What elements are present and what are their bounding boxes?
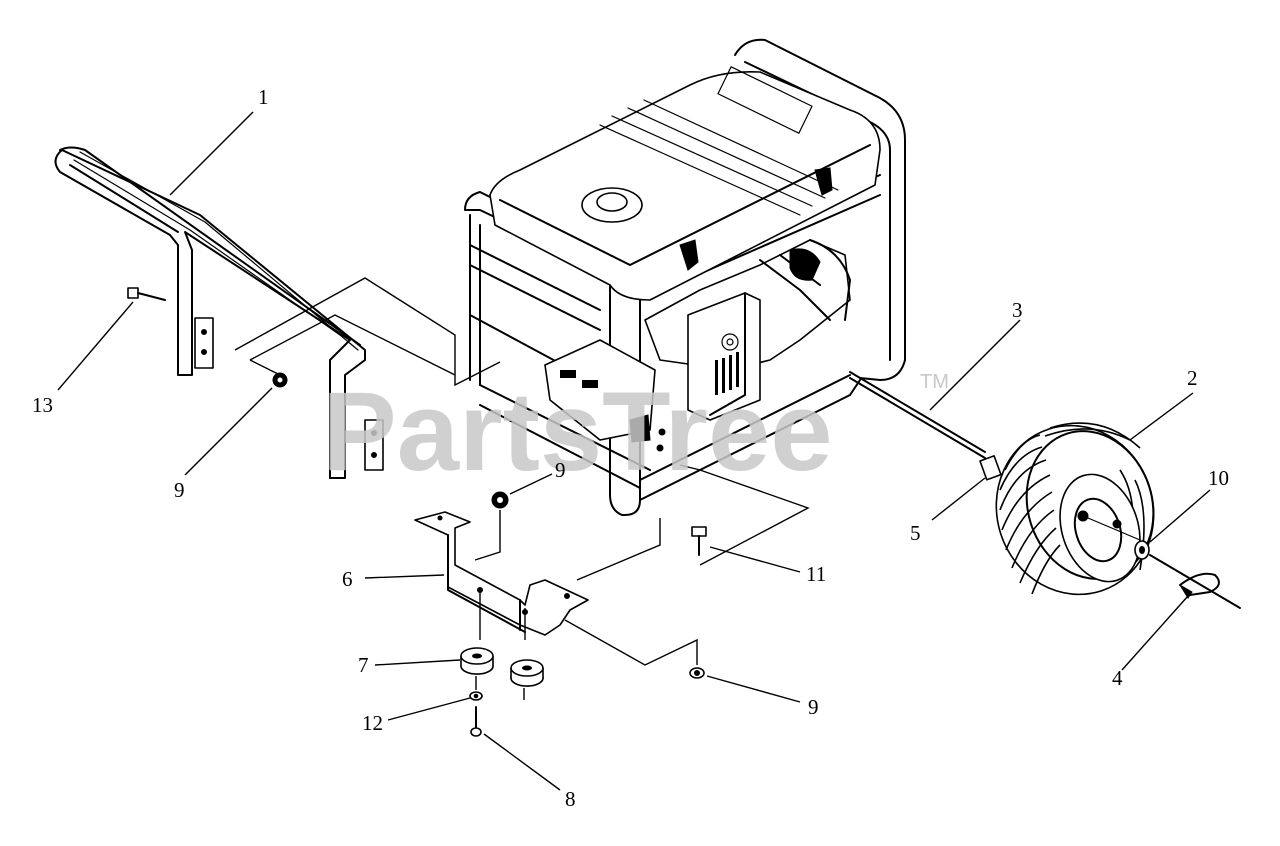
nut-9-bottom — [689, 667, 705, 679]
bolt-13 — [127, 287, 166, 301]
callout-1: 1 — [258, 85, 269, 109]
callout-13: 13 — [32, 393, 53, 417]
callout-8: 8 — [565, 787, 576, 811]
callout-2: 2 — [1187, 366, 1198, 390]
spacer-5 — [979, 455, 1002, 481]
callout-3: 3 — [1012, 298, 1023, 322]
callout-9-top: 9 — [555, 458, 566, 482]
bolt-8 — [470, 706, 482, 737]
bolt-11 — [691, 526, 707, 556]
generator-assembly — [464, 38, 906, 516]
watermark: PartsTree TM — [322, 369, 949, 494]
washer-12 — [469, 691, 483, 701]
bracket-6 — [414, 511, 589, 636]
callout-labels: 1 2 3 4 5 6 7 8 9 9 9 10 11 12 13 — [32, 85, 1229, 811]
callout-6: 6 — [342, 567, 353, 591]
washer-10 — [1134, 540, 1150, 560]
callout-7: 7 — [358, 653, 369, 677]
handle-part — [54, 146, 384, 479]
nut-9-handle — [272, 372, 288, 388]
axle-part — [849, 371, 986, 459]
wheel-part — [995, 422, 1155, 596]
callout-9-bottom: 9 — [808, 695, 819, 719]
callout-10: 10 — [1208, 466, 1229, 490]
hairpin-4 — [1149, 554, 1241, 609]
callout-12: 12 — [362, 711, 383, 735]
callout-5: 5 — [910, 521, 921, 545]
callout-4: 4 — [1112, 666, 1123, 690]
watermark-text: PartsTree — [322, 369, 833, 494]
callout-9-handle: 9 — [174, 478, 185, 502]
callout-11: 11 — [806, 562, 826, 586]
watermark-trademark: TM — [920, 371, 949, 393]
isolator-7 — [460, 647, 544, 687]
nut-9-top — [491, 491, 509, 509]
assembly-lines — [57, 111, 1211, 791]
